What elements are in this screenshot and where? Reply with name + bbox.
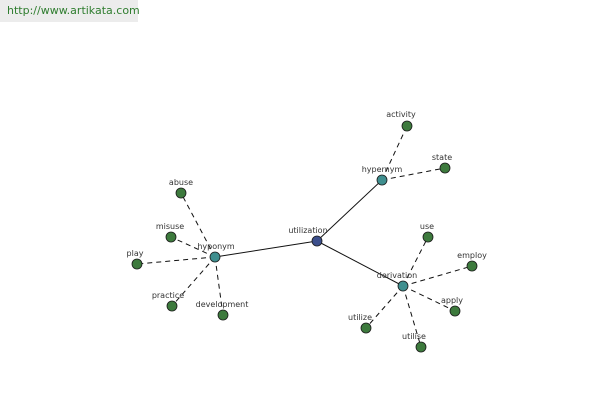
node-activity[interactable] <box>401 120 413 132</box>
edge-utilization-hypernym <box>316 179 383 242</box>
edge-utilization-derivation <box>316 240 404 287</box>
label-abuse: abuse <box>169 178 193 187</box>
edge-hyponym-play <box>136 256 216 265</box>
edge-derivation-utilize <box>365 285 404 329</box>
node-development[interactable] <box>217 309 229 321</box>
node-use[interactable] <box>422 231 434 243</box>
edge-hyponym-misuse <box>170 236 216 258</box>
graph-edges <box>136 125 473 348</box>
label-hyponym: hyponym <box>197 242 235 251</box>
artikata-url-link[interactable]: http://www.artikata.com <box>0 0 140 22</box>
label-utilization: utilization <box>288 226 327 235</box>
label-development: development <box>196 300 249 309</box>
node-hypernym[interactable] <box>376 174 388 186</box>
label-practice: practice <box>152 291 184 300</box>
node-abuse[interactable] <box>175 187 187 199</box>
node-employ[interactable] <box>466 260 478 272</box>
node-misuse[interactable] <box>165 231 177 243</box>
label-utilize: utilize <box>348 313 372 322</box>
label-play: play <box>127 249 144 258</box>
label-utilise: utilise <box>402 332 426 341</box>
edge-hyponym-development <box>214 256 224 316</box>
label-apply: apply <box>441 296 463 305</box>
edge-hypernym-state <box>381 167 446 181</box>
edge-hyponym-practice <box>171 256 216 307</box>
label-state: state <box>432 153 452 162</box>
label-misuse: misuse <box>156 222 184 231</box>
node-state[interactable] <box>439 162 451 174</box>
node-play[interactable] <box>131 258 143 270</box>
edge-derivation-employ <box>402 265 473 287</box>
node-derivation[interactable] <box>397 280 409 292</box>
label-hypernym: hypernym <box>362 165 403 174</box>
graph-labels: utilization hypernym activity state hyponym a… <box>127 110 488 341</box>
graph-nodes <box>131 120 478 353</box>
node-practice[interactable] <box>166 300 178 312</box>
edge-derivation-use <box>402 236 429 287</box>
label-activity: activity <box>386 110 416 119</box>
edge-derivation-apply <box>402 285 456 312</box>
node-apply[interactable] <box>449 305 461 317</box>
node-utilise[interactable] <box>415 341 427 353</box>
label-use: use <box>420 222 434 231</box>
node-hyponym[interactable] <box>209 251 221 263</box>
edge-utilization-hyponym <box>214 240 318 258</box>
label-employ: employ <box>457 251 487 260</box>
node-utilization[interactable] <box>311 235 323 247</box>
node-utilize[interactable] <box>360 322 372 334</box>
label-derivation: derivation <box>377 271 417 280</box>
edge-hyponym-abuse <box>180 192 216 258</box>
edge-hypernym-activity <box>381 125 408 181</box>
edge-derivation-utilise <box>402 285 422 348</box>
